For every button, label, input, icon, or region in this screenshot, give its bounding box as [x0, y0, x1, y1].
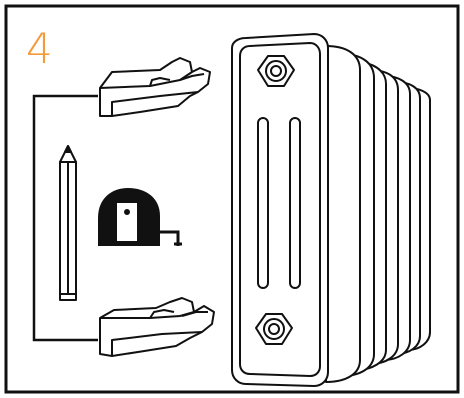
tape-measure-icon: [98, 188, 182, 246]
radiator-bracket-icon: [100, 58, 210, 116]
pencil-icon: [60, 146, 76, 300]
radiator-bracket-icon: [100, 298, 214, 356]
step-number: 4: [26, 28, 53, 70]
column-radiator-icon: [232, 34, 430, 386]
